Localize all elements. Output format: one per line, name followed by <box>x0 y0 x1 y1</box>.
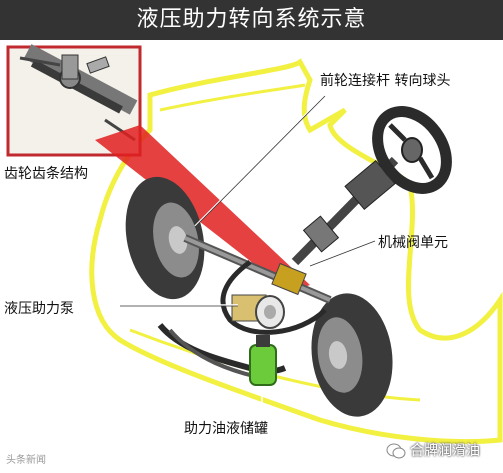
left-front-wheel <box>125 176 205 300</box>
label-rack-pinion: 齿轮齿条结构 <box>4 166 88 182</box>
watermark-left: 头条新闻 <box>6 455 46 466</box>
car-body-outline <box>89 58 503 445</box>
steering-wheel <box>372 106 452 194</box>
label-reservoir: 助力油液储罐 <box>184 421 268 437</box>
steering-system-illustration <box>6 44 503 445</box>
leader-lines <box>120 94 376 420</box>
zoom-beam <box>95 125 310 292</box>
car-body-inner-line <box>159 83 306 112</box>
inset-rack-detail <box>19 44 138 142</box>
fluid-reservoir <box>249 335 277 386</box>
steering-rack <box>183 234 332 304</box>
label-valve-unit: 机械阀单元 <box>378 235 448 251</box>
hydraulic-line-a <box>220 259 327 335</box>
leader-lines-shadow <box>120 95 376 307</box>
chat-bubble-icon <box>386 443 406 459</box>
steering-column <box>291 156 399 266</box>
watermark-right: 合牌润滑油 <box>410 443 480 459</box>
diagram-title: 液压助力转向系统示意 <box>0 0 503 40</box>
right-front-wheel <box>311 293 393 417</box>
hydraulic-pump <box>231 294 285 329</box>
label-tie-rod: 前轮连接杆 转向球头 <box>320 73 451 89</box>
label-pump: 液压助力泵 <box>4 301 74 317</box>
